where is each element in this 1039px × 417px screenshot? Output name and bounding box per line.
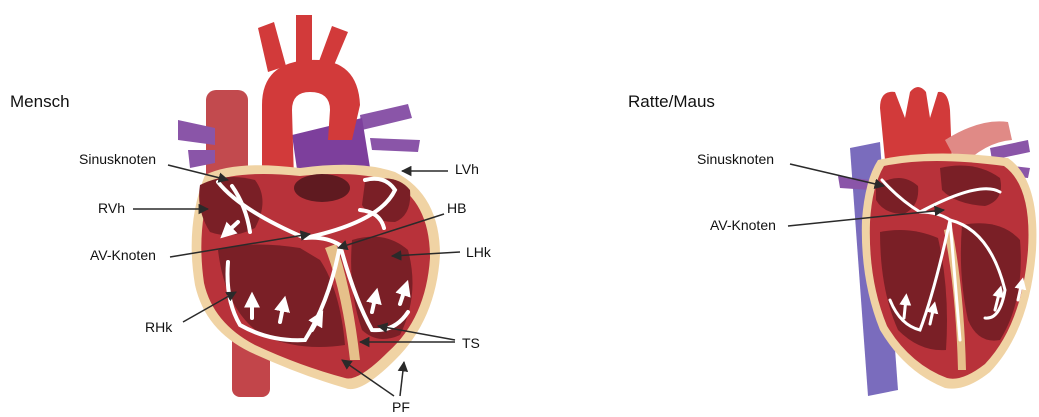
label-sinusknoten-human: Sinusknoten — [79, 151, 156, 167]
rodent-panel-title: Ratte/Maus — [628, 92, 715, 112]
label-hb: HB — [447, 200, 466, 216]
label-lhk: LHk — [466, 244, 491, 260]
label-av-knoten-rodent: AV-Knoten — [710, 217, 776, 233]
rodent-heart — [838, 87, 1036, 396]
label-rhk: RHk — [145, 319, 172, 335]
human-heart — [178, 15, 440, 397]
human-panel-title: Mensch — [10, 92, 70, 112]
label-pf: PF — [392, 399, 410, 415]
label-rvh: RVh — [98, 200, 125, 216]
rodent-aorta — [880, 87, 952, 160]
label-sinusknoten-rodent: Sinusknoten — [697, 151, 774, 167]
label-lvh: LVh — [455, 161, 479, 177]
leader-pf-2 — [400, 362, 404, 396]
label-av-knoten-human: AV-Knoten — [90, 247, 156, 263]
label-ts: TS — [462, 335, 480, 351]
